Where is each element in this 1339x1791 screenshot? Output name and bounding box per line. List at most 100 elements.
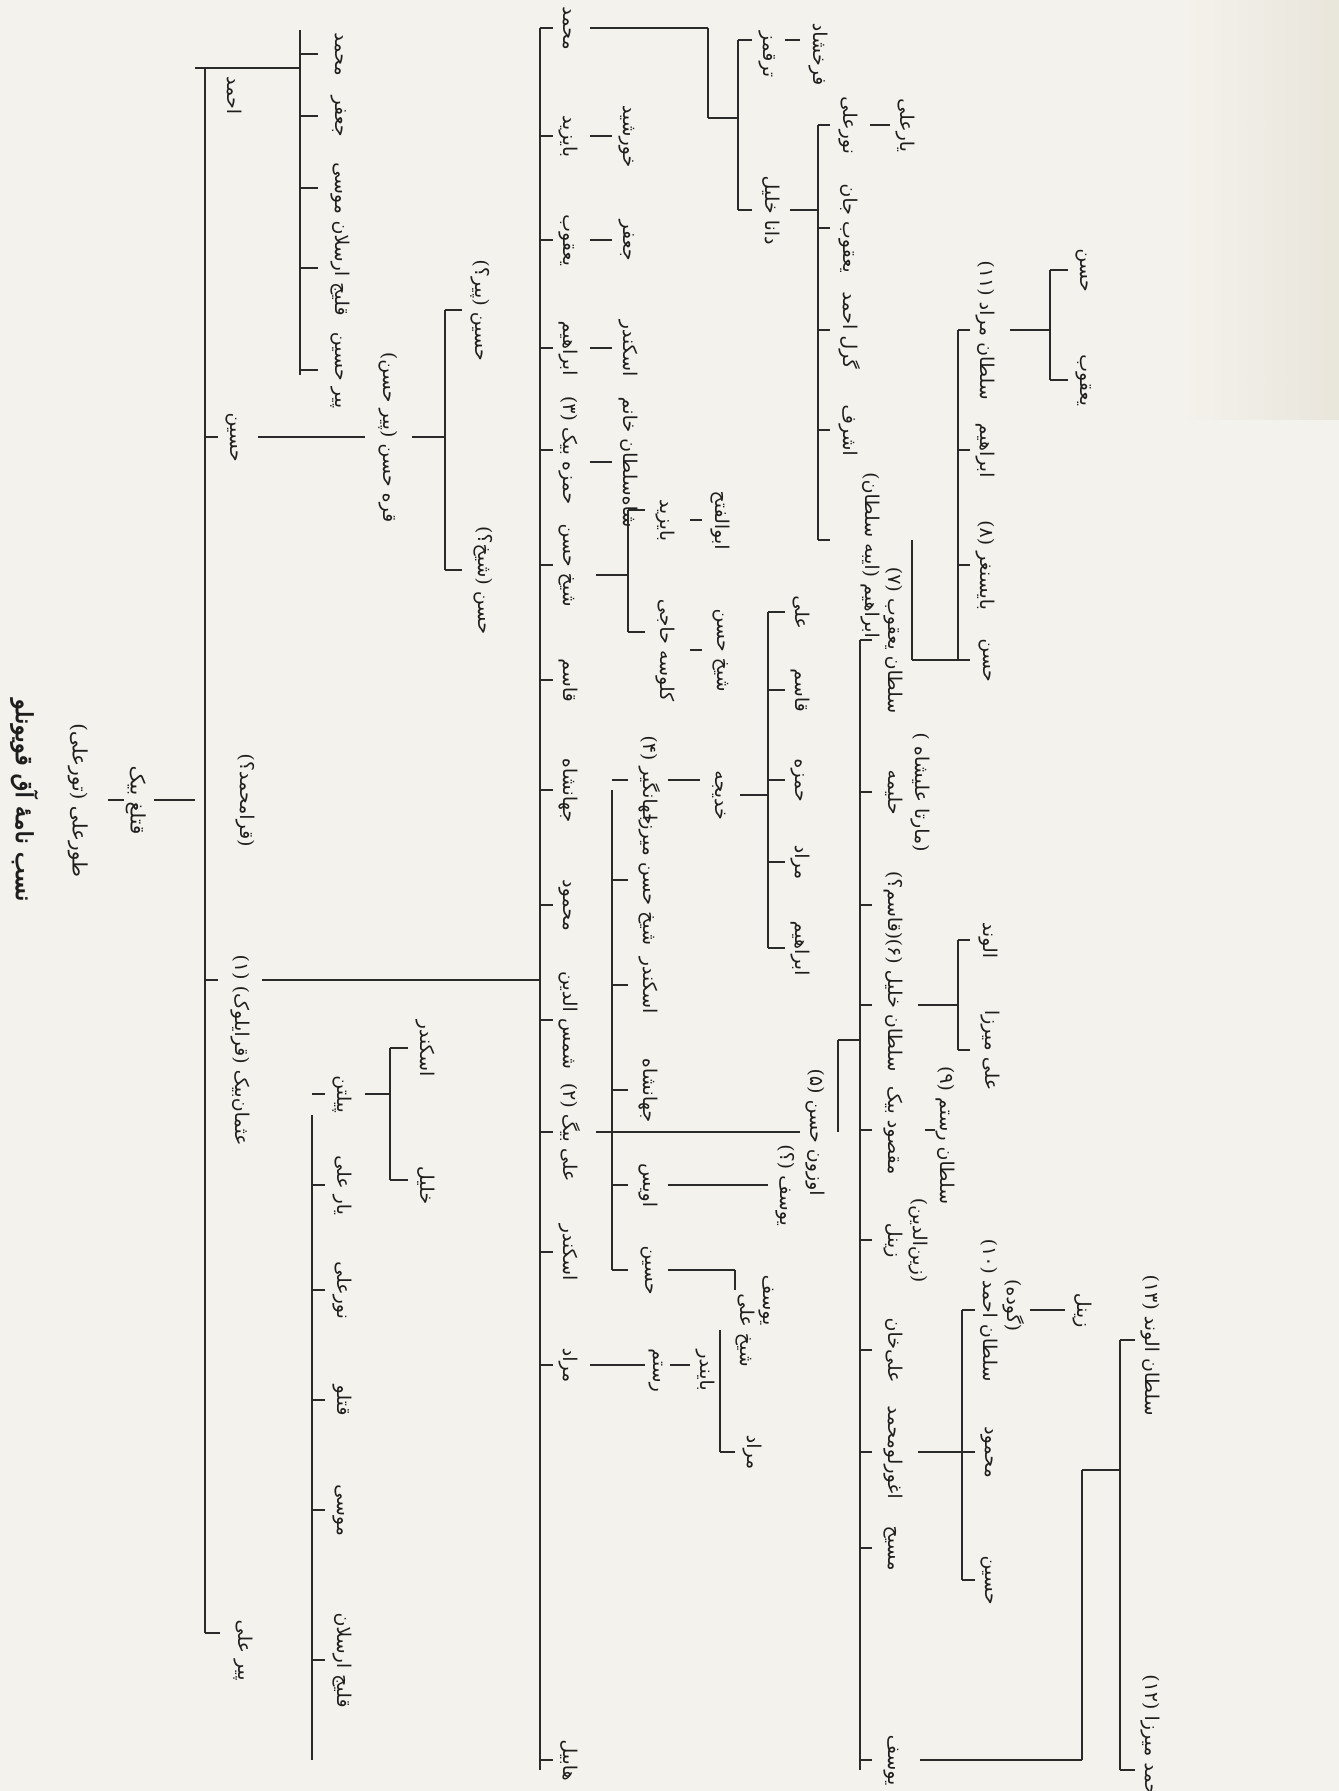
person-name: پیر حسین — [330, 332, 352, 408]
person-name: (قرامحمد؟) — [235, 753, 257, 846]
person-name: نورعلی — [332, 1261, 354, 1319]
person-name: اسکندر — [415, 1019, 437, 1077]
person-name: جعفر — [618, 218, 640, 260]
person-name: جهانشاه — [558, 758, 580, 822]
person-name: خدیجه — [710, 770, 732, 819]
person-name: قلیج ارسلان — [332, 1612, 354, 1707]
person-name: (۳) حمزه بیک — [558, 396, 580, 504]
person-name: اشرف — [838, 404, 860, 455]
person-name: بایزید — [655, 499, 677, 541]
person-name: (قاسم؟) — [883, 871, 905, 939]
person-name: ابراهیم — [558, 321, 580, 376]
person-name: کلوسه حاجی — [655, 599, 677, 702]
person-name: قاسم — [790, 668, 812, 711]
person-name: (۱۳) سلطان الوند — [1140, 1274, 1162, 1415]
person-name: علی — [790, 595, 812, 628]
person-name: قاسم — [558, 658, 580, 701]
person-name: شمس الدین — [558, 971, 580, 1069]
person-name: ابراهیم — [790, 921, 812, 976]
person-name: جهانشاه — [638, 1058, 660, 1122]
person-name: حمزه — [790, 758, 812, 801]
person-name: موسی — [330, 162, 352, 214]
person-name: یوسف (؟) — [775, 1144, 797, 1226]
person-name: (زین‌الدین) — [908, 1198, 930, 1283]
person-name: حلیمه — [883, 770, 905, 815]
person-name: حسن — [1075, 248, 1097, 291]
person-name: یار علی — [332, 1155, 354, 1215]
person-name: مراد — [790, 845, 812, 879]
person-name: ابوالفتح — [710, 490, 732, 549]
person-name: (۱) عثمان‌بیک (قرایلوک) — [230, 954, 252, 1145]
person-name: حسین — [640, 1246, 662, 1295]
person-name: اویس — [638, 1163, 660, 1207]
person-name: پیلتن — [332, 1075, 354, 1113]
person-name: خورشید — [618, 105, 640, 167]
person-name: مسیح — [883, 1525, 905, 1570]
person-name: هابیل — [558, 1739, 580, 1780]
person-name: یعقوب — [1075, 354, 1097, 406]
person-name: محمد — [330, 32, 352, 75]
person-name: دانا خلیل — [760, 175, 782, 244]
person-name: قلیج ارسلان — [330, 220, 352, 315]
person-name: (۱۰) سلطان احمد — [978, 1239, 1000, 1382]
person-name: حسن — [978, 638, 1000, 681]
person-name: ابراهیم — [975, 423, 997, 478]
person-name: شیخ علی — [735, 1293, 757, 1366]
person-name: نورعلی — [838, 96, 860, 154]
person-name: محمود — [980, 1426, 1002, 1478]
person-name: یارعلی — [895, 98, 917, 152]
person-name: (۶) سلطان خلیل — [883, 939, 905, 1072]
person-name: شاه‌سلطان خانم — [618, 397, 640, 528]
person-name: (۴) جهانگیر — [638, 735, 661, 824]
person-name: گرل احمد — [838, 291, 861, 369]
person-name: مقصود بیک — [883, 1086, 905, 1175]
person-name: اسکندر — [618, 319, 640, 377]
person-name: فرخشاد — [808, 23, 830, 86]
person-name: مراد — [558, 1348, 580, 1382]
person-name: اسکندر — [638, 956, 660, 1014]
person-name: احمد — [222, 76, 244, 114]
person-name: ابراهیم (ایبه سلطان) — [860, 472, 882, 638]
person-name: (۱۲) محمد میرزا — [1140, 1674, 1162, 1791]
person-name: قتلغ بیک — [126, 766, 150, 835]
person-name: محمد — [558, 6, 580, 49]
person-name: شیخ حسن میرزا — [638, 815, 660, 945]
person-name: زینل — [1072, 1293, 1094, 1328]
person-name: (۲) علی بیگ — [558, 1083, 581, 1182]
person-name: قره حسن (پیر حسن) — [378, 352, 400, 522]
person-name: یعقوب — [558, 214, 580, 266]
person-name: یعقوب جان — [838, 183, 860, 272]
person-name: بایندر — [695, 1348, 717, 1390]
person-name: حسین — [225, 413, 247, 462]
person-name: بایزید — [558, 115, 580, 157]
person-name: (۷) سلطان یعقوب — [883, 567, 905, 713]
paper-shading — [1180, 0, 1339, 420]
person-name: پیر علی — [233, 1619, 255, 1680]
person-name: طورعلی (تورعلی) — [68, 723, 92, 877]
person-name: اسکندر — [558, 1223, 580, 1281]
person-name: (گوده) — [1002, 1279, 1025, 1331]
person-name: (۱۱) سلطان مراد — [975, 260, 997, 399]
person-name: (۸) بایسنغر — [975, 520, 997, 610]
person-name: علی میرزا — [980, 1010, 1002, 1090]
person-name: اغورلومحمد — [883, 1405, 905, 1498]
person-name: حسین — [980, 1556, 1002, 1605]
person-name: علی‌خان — [883, 1318, 905, 1383]
person-name: جعفر — [330, 94, 352, 136]
person-name: قتلو — [332, 1384, 354, 1416]
person-name: خلیل — [415, 1166, 437, 1204]
person-name: حسن (شیخ؟) — [473, 526, 495, 634]
person-name: محمود — [558, 879, 580, 931]
person-name: یوسف — [883, 1735, 905, 1786]
person-name: الوند — [978, 922, 1000, 958]
person-name: رستم — [648, 1348, 670, 1391]
person-name: (۵) اوزون حسن — [805, 1068, 827, 1195]
person-name: شیخ حسن — [712, 608, 734, 691]
person-name: موسی — [332, 1484, 354, 1536]
person-name: یوسف — [758, 1275, 780, 1326]
person-name: مراد — [742, 1435, 764, 1469]
person-name: ( مارتا علیشاه) — [910, 732, 932, 851]
person-name: زینل — [883, 1223, 905, 1258]
person-name: ترقمز — [758, 30, 780, 77]
person-name: حسین (پیر؟) — [470, 259, 492, 360]
